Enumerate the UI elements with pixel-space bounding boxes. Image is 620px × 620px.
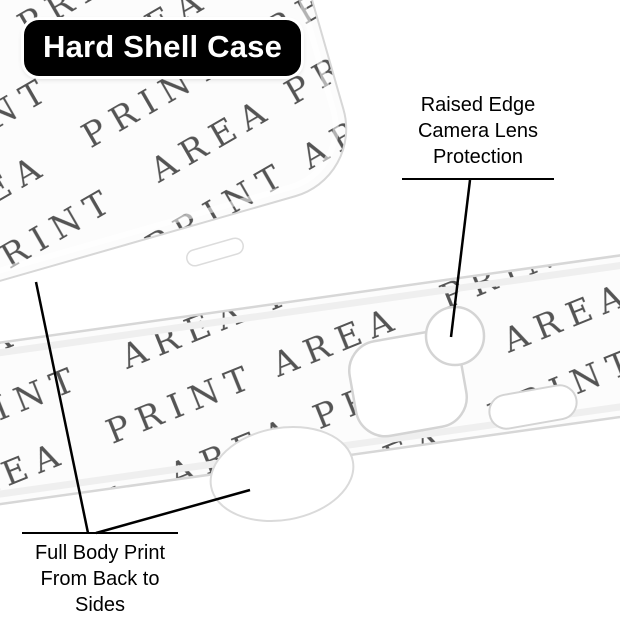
flash-cutout-pill bbox=[488, 384, 578, 430]
callout-lines bbox=[34, 179, 472, 535]
side-button-notch bbox=[186, 237, 244, 267]
full-body-annotation-line2: From Back to bbox=[40, 568, 160, 590]
case-back-shape bbox=[0, 0, 348, 338]
fullbody-callout-line-right bbox=[95, 488, 251, 535]
bottom-opening-cutout bbox=[209, 426, 355, 522]
camera-annotation-line3: Protection bbox=[432, 146, 524, 168]
camera-annotation-line2: Camera Lens bbox=[417, 120, 539, 142]
full-body-annotation: Full Body Print From Back to Sides bbox=[22, 532, 178, 618]
camera-annotation: Raised Edge Camera Lens Protection bbox=[402, 92, 554, 180]
case-back-rim-highlight bbox=[0, 0, 339, 330]
camera-lens-cutout-circle bbox=[424, 305, 486, 367]
full-body-annotation-line1: Full Body Print bbox=[34, 542, 166, 564]
fullbody-callout-line-left bbox=[34, 281, 90, 534]
camera-annotation-line1: Raised Edge bbox=[420, 94, 536, 116]
full-body-annotation-line3: Sides bbox=[74, 594, 126, 616]
camera-callout-line bbox=[449, 179, 472, 338]
title-badge: Hard Shell Case bbox=[24, 20, 302, 76]
